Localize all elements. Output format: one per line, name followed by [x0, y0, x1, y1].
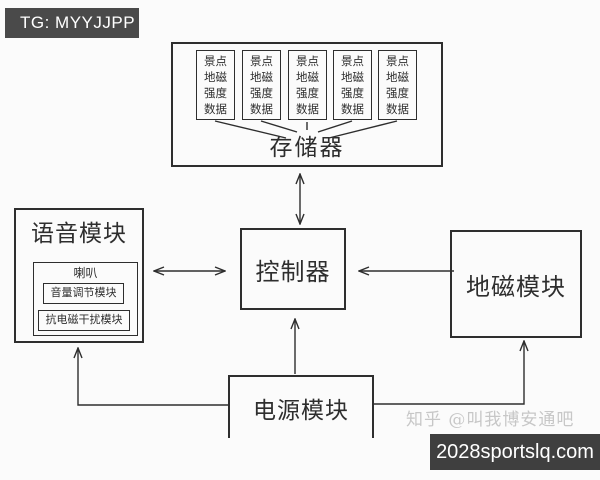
zhihu-watermark: 知乎 @叫我博安通吧	[406, 410, 575, 430]
voice-module-box	[14, 208, 144, 343]
storage-label: 存储器	[269, 135, 345, 161]
volume-module-box: 音量调节模块	[43, 283, 124, 304]
poi-data-box-1: 景点 地磁 强度 数据	[196, 50, 235, 120]
poi-data-box-3: 景点 地磁 强度 数据	[288, 50, 327, 120]
poi-data-box-2: 景点 地磁 强度 数据	[242, 50, 281, 120]
poi-data-box-4: 景点 地磁 强度 数据	[333, 50, 372, 120]
poi-data-box-5: 景点 地磁 强度 数据	[378, 50, 417, 120]
power-geo-arrow	[374, 341, 524, 405]
speaker-label: 喇叭	[73, 266, 98, 280]
storage-box	[171, 42, 443, 167]
site-watermark-badge: 2028sportslq.com	[430, 434, 600, 470]
tg-badge: TG: MYYJJPP	[5, 8, 139, 38]
speaker-box	[33, 262, 138, 336]
power-voice-arrow	[78, 348, 228, 406]
anti-emi-module-box: 抗电磁干扰模块	[38, 310, 130, 331]
geomagnetic-module-box: 地磁模块	[450, 230, 582, 338]
voice-module-label: 语音模块	[31, 221, 127, 247]
power-module-box: 电源模块	[228, 375, 374, 438]
controller-box: 控制器	[240, 228, 346, 310]
